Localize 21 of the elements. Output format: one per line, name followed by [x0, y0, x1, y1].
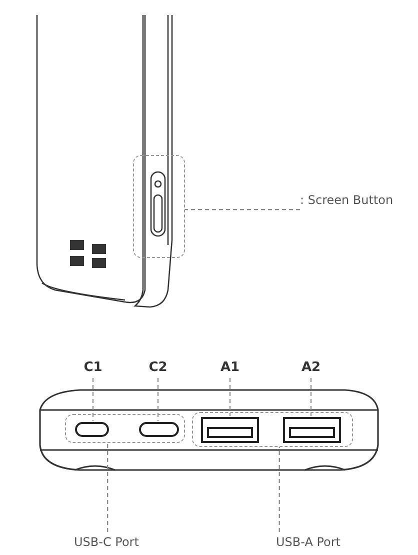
leader-line: [107, 443, 108, 532]
usb-c-port: [75, 422, 109, 437]
callout-label: USB-C Port: [74, 532, 158, 552]
port-label: A1: [219, 358, 241, 378]
usb-c-port: [139, 422, 179, 437]
leader-line: [278, 447, 280, 532]
leader-line: [92, 378, 94, 421]
leader-line: [229, 378, 231, 416]
highlight-area: [65, 414, 185, 443]
leader-line: [310, 378, 312, 416]
port-label: C2: [147, 358, 169, 378]
port-label: A2: [300, 358, 322, 378]
usb-a-port: [201, 417, 259, 443]
usb-a-port: [283, 417, 341, 443]
port-label: C1: [82, 358, 104, 378]
callout-label: : Screen Button: [300, 190, 412, 210]
leader-line: [185, 209, 300, 210]
highlight-area: [192, 412, 353, 447]
callout-label: USB-A Port: [276, 532, 360, 552]
leader-line: [157, 378, 159, 421]
highlight-area: [133, 155, 185, 258]
